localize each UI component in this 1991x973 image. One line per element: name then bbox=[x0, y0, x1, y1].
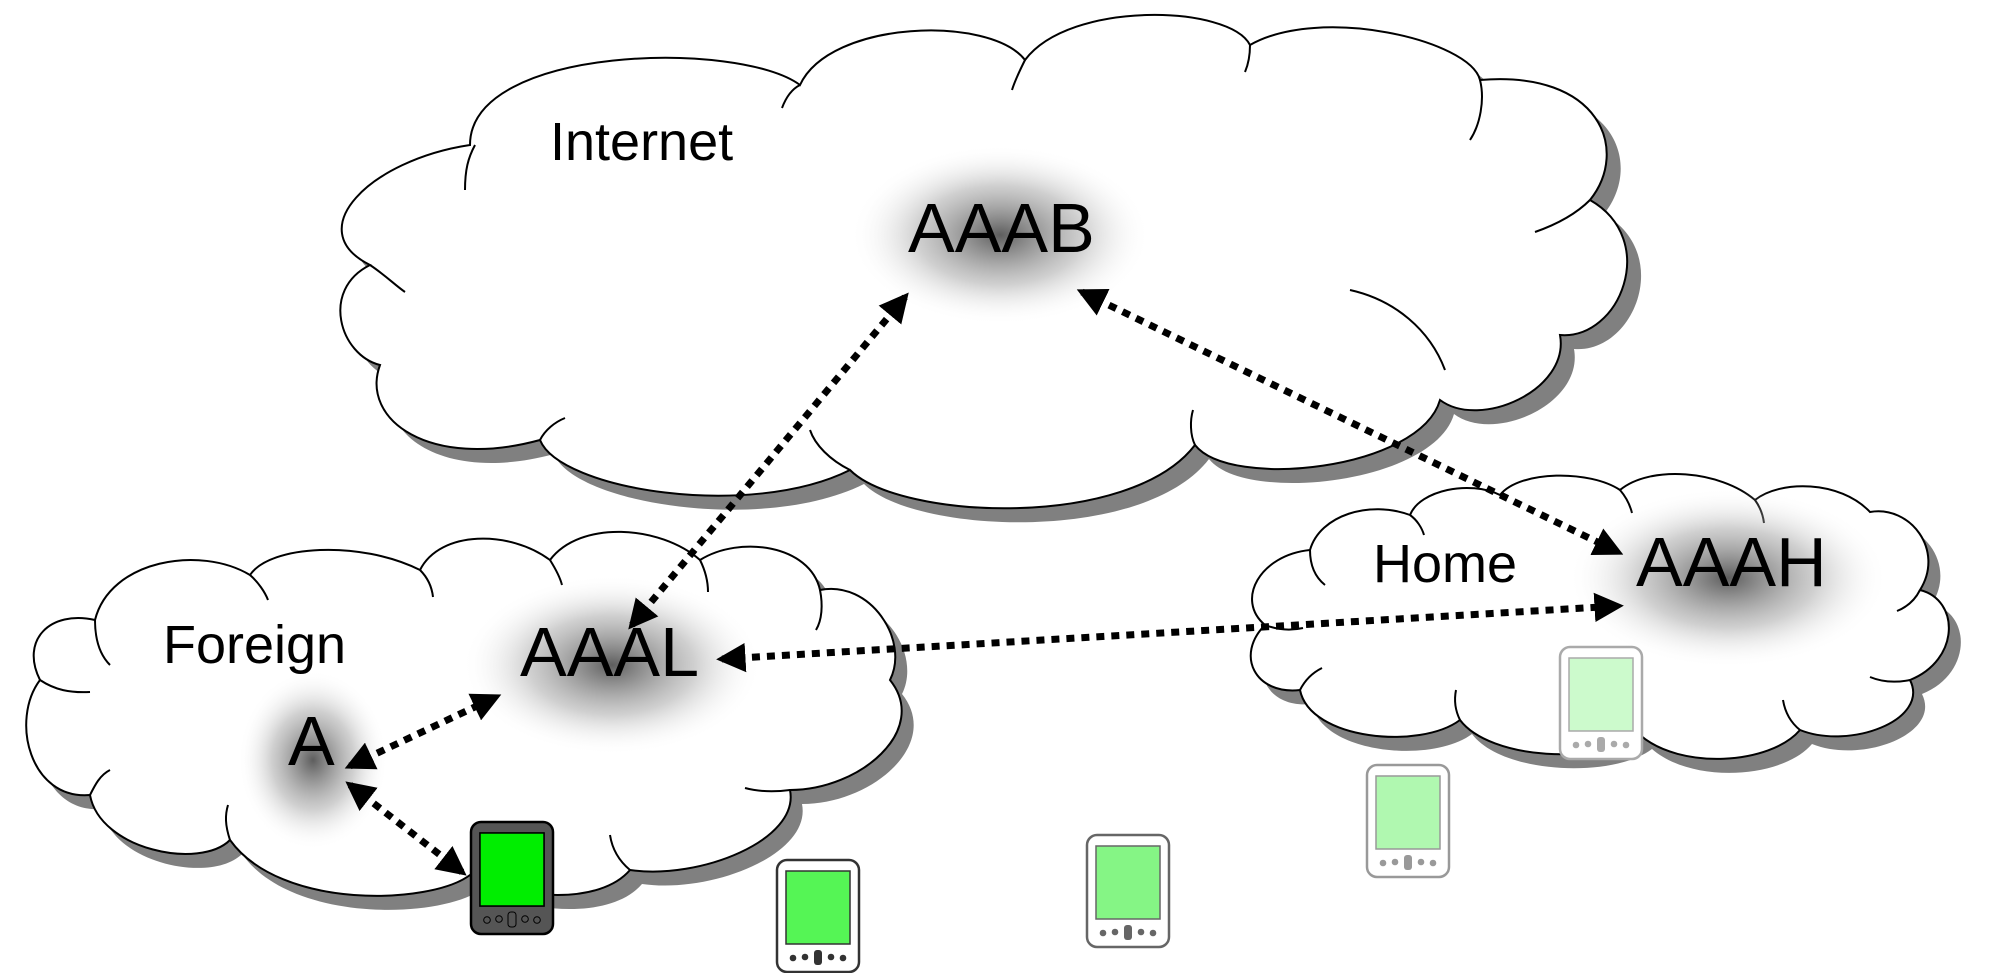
aaab-node: AAAB bbox=[908, 189, 1095, 267]
pda-icon bbox=[775, 858, 861, 973]
pda-icon bbox=[1365, 763, 1451, 879]
pda-icon bbox=[1085, 833, 1171, 949]
aaah-node: AAAH bbox=[1636, 523, 1827, 601]
link-aaab-aaah bbox=[1076, 288, 1624, 556]
aaah-glow bbox=[1568, 488, 1888, 668]
pda-icon bbox=[469, 820, 555, 936]
attendant-node: A bbox=[288, 702, 335, 780]
internet-label: Internet bbox=[550, 112, 733, 172]
aaal-node: AAAL bbox=[520, 613, 699, 691]
home-label: Home bbox=[1373, 534, 1517, 594]
links bbox=[344, 288, 1624, 876]
foreign-label: Foreign bbox=[163, 615, 346, 675]
link-attendant-aaal bbox=[344, 693, 502, 770]
link-aaal-aaab bbox=[628, 292, 909, 630]
aaab-glow bbox=[850, 145, 1150, 325]
pda-icon bbox=[1558, 645, 1644, 761]
mobile-node-trail bbox=[469, 645, 1644, 973]
